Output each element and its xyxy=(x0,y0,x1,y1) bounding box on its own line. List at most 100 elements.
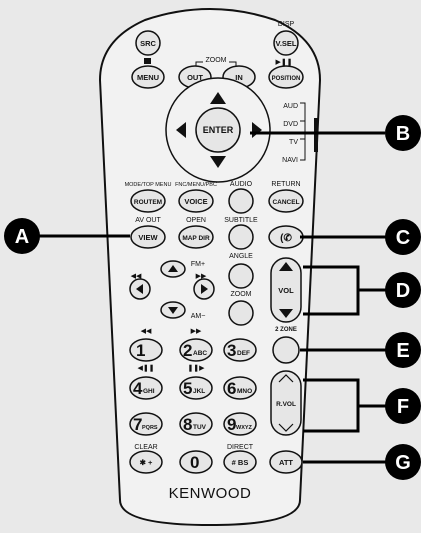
direct-label: DIRECT xyxy=(227,444,254,451)
star-button[interactable]: ✱ + xyxy=(129,450,163,474)
svg-text:# BS: # BS xyxy=(232,458,249,467)
vsel-button[interactable]: V.SEL xyxy=(273,30,299,56)
key-4[interactable]: 4 GHI xyxy=(129,376,163,400)
callout-c: C xyxy=(385,219,421,255)
up-arrow-icon[interactable] xyxy=(210,92,226,104)
svg-text:A: A xyxy=(15,226,29,248)
two-zone-button[interactable] xyxy=(272,336,300,364)
zoom-button[interactable] xyxy=(228,300,254,326)
two-zone-label: 2 ZONE xyxy=(275,327,297,333)
svg-text:2: 2 xyxy=(183,341,192,360)
subtitle-label: SUBTITLE xyxy=(224,217,258,224)
svg-text:B: B xyxy=(396,123,410,145)
mode-dvd: DVD xyxy=(283,121,298,128)
fnc-menu-pbc-label: FNC/MENU/PBC xyxy=(175,182,217,188)
callout-e: E xyxy=(385,332,421,368)
svg-text:E: E xyxy=(396,340,409,362)
svg-text:WXYZ: WXYZ xyxy=(236,425,253,431)
next-track-icon: ▶▶ xyxy=(196,273,207,280)
mode-tv: TV xyxy=(289,139,298,146)
key-6[interactable]: 6 MNO xyxy=(223,376,257,400)
att-button[interactable]: ATT xyxy=(269,450,303,474)
am-label: AM− xyxy=(191,313,206,320)
view-button[interactable]: VIEW xyxy=(130,225,166,249)
svg-text:8: 8 xyxy=(183,415,192,434)
svg-text:4: 4 xyxy=(133,379,143,398)
callout-a: A xyxy=(4,218,40,254)
key-9[interactable]: 9 WXYZ xyxy=(223,412,257,436)
enter-button[interactable]: ENTER xyxy=(195,107,241,153)
key-1[interactable]: 1 xyxy=(129,338,163,362)
subtitle-button[interactable] xyxy=(228,224,254,250)
key-7[interactable]: 7 PQRS xyxy=(129,412,163,436)
svg-text:9: 9 xyxy=(227,415,236,434)
svg-text:D: D xyxy=(396,280,410,302)
disp-label: DISP xyxy=(278,21,295,28)
kenwood-logo: KENWOOD xyxy=(169,485,252,502)
vol-rocker[interactable]: VOL xyxy=(270,257,302,323)
routem-button[interactable]: ROUTEM xyxy=(130,189,166,213)
map-dir-button[interactable]: MAP DIR xyxy=(178,225,214,249)
svg-text:POSITION: POSITION xyxy=(272,76,301,82)
svg-text:MENU: MENU xyxy=(137,73,159,82)
down-arrow-icon xyxy=(168,307,178,314)
svg-text:V.SEL: V.SEL xyxy=(276,39,297,48)
svg-text:F: F xyxy=(397,396,409,418)
tuner-down-button[interactable] xyxy=(160,301,186,319)
zoom-label: ZOOM xyxy=(206,57,227,64)
rvol-rocker[interactable]: R.VOL xyxy=(270,370,302,436)
svg-text:ROUTEM: ROUTEM xyxy=(134,199,162,206)
phone-icon: (✆ xyxy=(280,233,292,244)
position-button[interactable]: POSITION xyxy=(268,65,304,89)
svg-text:OUT: OUT xyxy=(187,73,203,82)
left-arrow-icon[interactable] xyxy=(176,122,186,138)
mode-aud: AUD xyxy=(283,103,298,110)
phone-button[interactable]: (✆ xyxy=(268,225,304,249)
rewind-icon: ◀◀ xyxy=(141,328,152,335)
svg-text:G: G xyxy=(395,452,411,474)
return-label: RETURN xyxy=(271,181,300,188)
stop-icon xyxy=(144,58,151,64)
svg-text:3: 3 xyxy=(227,341,236,360)
svg-text:MNO: MNO xyxy=(237,388,252,395)
tuner-right-button[interactable] xyxy=(193,278,215,300)
svg-text:ENTER: ENTER xyxy=(203,125,234,135)
callout-b: B xyxy=(385,115,421,151)
svg-text:ABC: ABC xyxy=(193,350,207,357)
chevron-down-icon xyxy=(278,423,294,432)
callout-g: G xyxy=(385,444,421,480)
src-button[interactable]: SRC xyxy=(135,30,161,56)
svg-text:1: 1 xyxy=(136,341,145,360)
mode-top-menu-label: MODE/TOP MENU xyxy=(125,182,172,188)
angle-button[interactable] xyxy=(228,263,254,289)
svg-text:5: 5 xyxy=(183,379,192,398)
svg-text:✱ +: ✱ + xyxy=(140,458,153,467)
voice-button[interactable]: VOICE xyxy=(178,189,214,213)
svg-text:R.VOL: R.VOL xyxy=(276,401,296,408)
cancel-button[interactable]: CANCEL xyxy=(268,189,304,213)
prev-track-icon: ◀◀ xyxy=(131,273,142,280)
vol-down-icon xyxy=(279,309,293,318)
key-8[interactable]: 8 TUV xyxy=(179,412,213,436)
slow-reverse-icon: ◀❚❚ xyxy=(137,364,154,372)
key-5[interactable]: 5 JKL xyxy=(179,376,213,400)
svg-text:7: 7 xyxy=(133,415,142,434)
menu-button[interactable]: MENU xyxy=(131,65,165,89)
key-2[interactable]: 2 ABC xyxy=(179,338,213,362)
key-0[interactable]: 0 xyxy=(179,450,213,474)
down-arrow-icon[interactable] xyxy=(210,156,226,168)
hash-bs-button[interactable]: # BS xyxy=(223,450,257,474)
audio-label: AUDIO xyxy=(230,181,253,188)
svg-text:ATT: ATT xyxy=(279,458,293,467)
key-3[interactable]: 3 DEF xyxy=(223,338,257,362)
up-arrow-icon xyxy=(168,265,178,272)
tuner-up-button[interactable] xyxy=(160,260,186,278)
callout-f: F xyxy=(385,388,421,424)
right-arrow-icon xyxy=(201,284,208,294)
fm-label: FM+ xyxy=(191,261,205,268)
svg-text:6: 6 xyxy=(227,379,236,398)
left-arrow-icon xyxy=(136,284,143,294)
tuner-left-button[interactable] xyxy=(129,278,151,300)
audio-button[interactable] xyxy=(228,188,254,214)
svg-text:VOL: VOL xyxy=(278,286,294,295)
